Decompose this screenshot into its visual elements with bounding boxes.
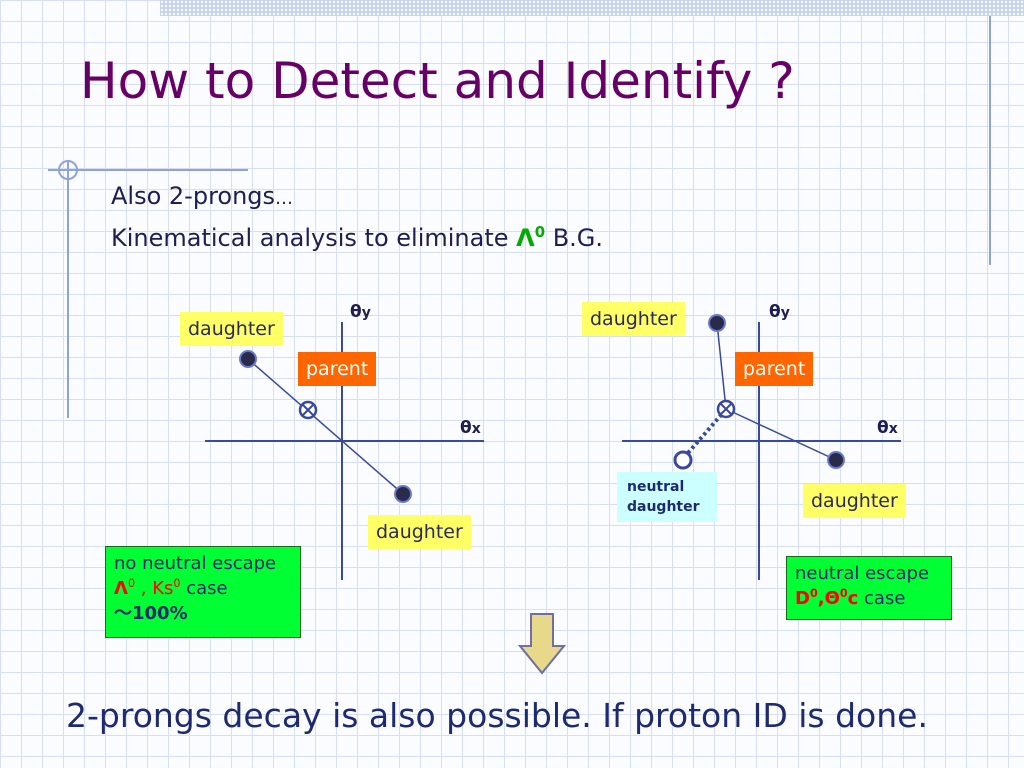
right-note-d-sup: 0 [809,587,818,600]
checker-strip-top-right [160,0,1024,16]
left-note-lambda-sup: 0 [127,577,136,590]
neutral-vertex-icon [673,450,693,470]
right-x-axis-theta: θ [877,418,889,438]
bullet-line-1-ellipsis: … [275,188,294,209]
corner-ring-icon [58,160,78,180]
right-note-c: c [847,588,859,609]
neutral-daughter-line-1: neutral [627,479,685,495]
right-note-line-2: D0,Θ0c case [795,586,943,611]
bullet-line-2-suffix: B.G. [545,224,604,252]
particle-dot-icon [827,451,845,469]
right-track-up [716,322,727,410]
right-parent-label: parent [735,352,814,386]
right-note-d: D [795,588,810,609]
bullet-line-2: Kinematical analysis to eliminate Λ0 B.G… [111,224,603,252]
left-y-axis-sub: y [361,305,371,321]
lambda-symbol: Λ [516,224,535,252]
right-y-axis-label: θy [769,302,790,322]
parent-vertex-icon [298,400,318,420]
left-daughter-top-label: daughter [180,312,283,346]
particle-dot-icon [239,350,257,368]
neutral-track [686,412,724,455]
left-x-axis-theta: θ [460,418,472,438]
left-parent-label: parent [298,352,377,386]
left-y-axis-label: θy [350,302,371,322]
right-note-theta: Θ [824,588,840,609]
parent-vertex-icon [716,399,736,419]
particle-dot-icon [708,314,726,332]
right-x-axis-label: θx [877,418,898,438]
slide-title: How to Detect and Identify ? [80,52,795,110]
bottom-statement: 2-prongs decay is also possible. If prot… [66,696,928,735]
left-note-sep: , [135,578,153,599]
right-note-case: case [858,588,906,609]
neutral-daughter-label: neutral daughter [617,472,717,522]
left-note-line-3: ～100% [114,603,188,624]
right-note-theta-sup: 0 [839,587,848,600]
bullet-line-1-text: Also 2-prongs [111,182,276,210]
left-track [247,358,404,495]
left-note-case: case [180,578,228,599]
neutral-daughter-line-2: daughter [627,499,700,515]
left-y-axis-theta: θ [350,302,362,322]
right-daughter-bottom-label: daughter [803,484,906,518]
right-track-down [725,408,837,461]
right-daughter-top-label: daughter [582,302,685,336]
left-x-axis-label: θx [460,418,481,438]
right-note-sep: , [817,588,825,609]
left-note-line-1: no neutral escape [114,553,277,574]
right-note-line-1: neutral escape [795,563,929,584]
lambda-superscript: 0 [534,223,546,241]
right-x-axis-sub: x [888,421,898,437]
particle-dot-icon [394,485,412,503]
bullet-line-2-prefix: Kinematical analysis to eliminate [111,224,517,252]
bullet-line-1: Also 2-prongs… [111,182,293,210]
left-note-line-2: Λ0 , Ks0 case [114,576,292,601]
right-note-box: neutral escape D0,Θ0c case [786,556,952,620]
left-note-box: no neutral escape Λ0 , Ks0 case ～100% [105,546,301,638]
left-note-lambda: Λ [114,578,128,599]
right-y-axis-theta: θ [769,302,781,322]
left-note-ks-sup: 0 [173,577,181,590]
left-daughter-bottom-label: daughter [368,515,471,549]
right-y-axis-sub: y [780,305,790,321]
left-note-ks: Ks [152,578,174,599]
down-arrow-icon [517,613,567,675]
left-x-axis-sub: x [471,421,481,437]
